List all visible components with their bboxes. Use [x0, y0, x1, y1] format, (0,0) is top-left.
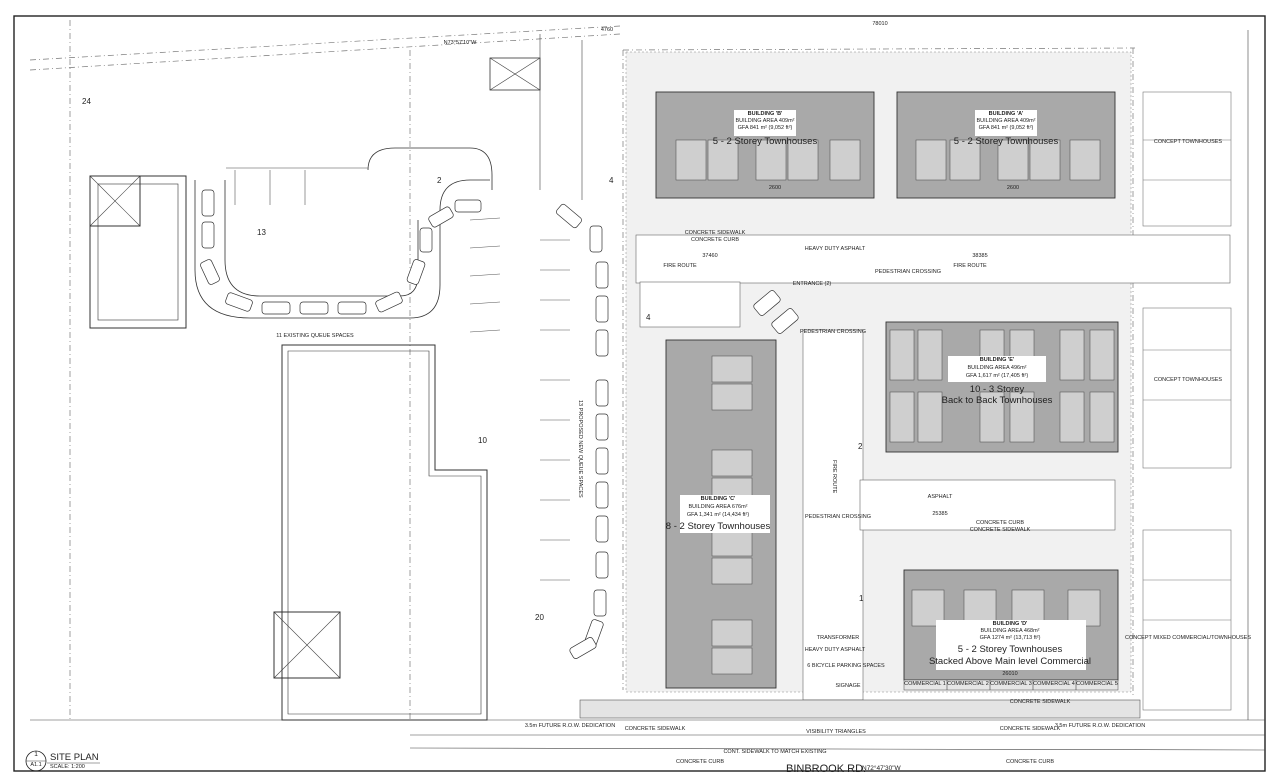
building-a — [896, 91, 1116, 199]
building-c — [665, 339, 777, 689]
building-b — [655, 91, 875, 199]
existing-lot — [273, 57, 541, 721]
concept-townhouses — [1142, 91, 1232, 711]
drive-aisles — [539, 34, 1231, 719]
building-d — [903, 569, 1119, 691]
existing-building — [89, 175, 187, 329]
queue-cars — [200, 189, 799, 659]
property-lines — [29, 20, 1266, 751]
drive-thru-lane — [194, 147, 493, 319]
sheet-border — [13, 15, 1266, 772]
parking-stalls — [234, 170, 570, 581]
title-block-marker — [25, 750, 100, 772]
building-e — [885, 321, 1119, 453]
